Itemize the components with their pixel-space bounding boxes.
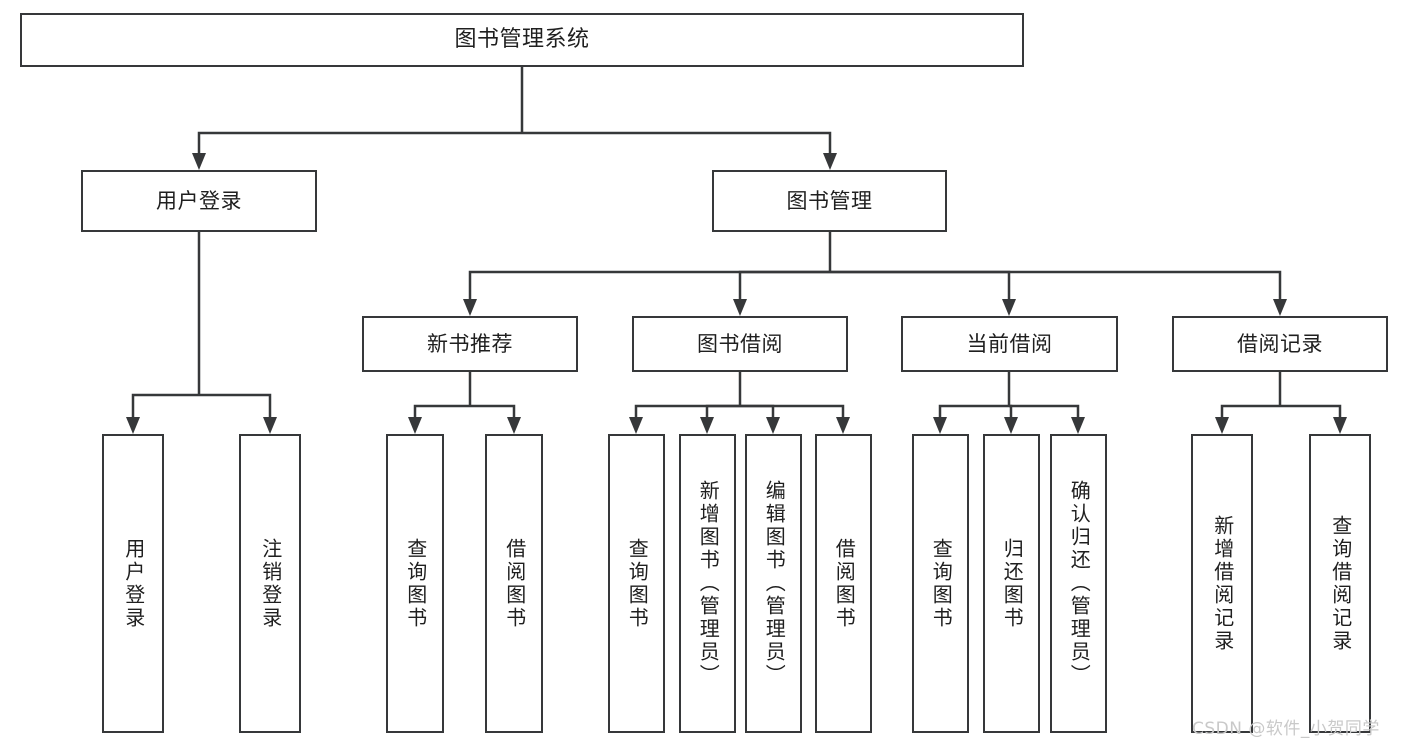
node-leaf-3[interactable]: 查询图书 (386, 434, 444, 733)
arrowhead-icon (766, 417, 780, 434)
node-label: 新书推荐 (427, 331, 513, 356)
node-label: 查询图书 (929, 537, 954, 630)
node-bookmgmt[interactable]: 图书管理 (712, 170, 947, 232)
arrowhead-icon (463, 299, 477, 316)
arrowhead-icon (836, 417, 850, 434)
edge-login-to-leaf-1 (126, 393, 199, 434)
node-label: 图书管理系统 (454, 27, 590, 53)
arrowhead-icon (507, 417, 521, 434)
arrowhead-icon (263, 417, 277, 434)
edge-bookmgmt-to-records (830, 270, 1287, 316)
node-leaf-1[interactable]: 用户登录 (102, 434, 164, 733)
node-label: 用户登录 (156, 188, 242, 213)
edge-current-to-leaf-11 (1009, 404, 1085, 434)
arrowhead-icon (1002, 299, 1016, 316)
node-leaf-11[interactable]: 确认归还（管理员） (1050, 434, 1107, 733)
arrowhead-icon (1333, 417, 1347, 434)
node-label: 当前借阅 (966, 331, 1053, 356)
node-label: 查询图书 (403, 537, 428, 630)
node-leaf-8[interactable]: 借阅图书 (815, 434, 872, 733)
node-label: 借阅图书 (832, 537, 857, 630)
edge-login-to-leaf-2 (199, 393, 277, 434)
arrowhead-icon (1004, 417, 1018, 434)
node-label: 新增借阅记录 (1210, 514, 1235, 653)
node-label: 图书借阅 (697, 331, 783, 356)
node-leaf-7[interactable]: 编辑图书（管理员） (745, 434, 802, 733)
node-label: 查询图书 (625, 537, 650, 630)
edge-borrow-to-leaf-6 (700, 404, 740, 434)
node-label: 借阅图书 (502, 537, 527, 630)
arrowhead-icon (733, 299, 747, 316)
arrowhead-icon (126, 417, 140, 434)
node-leaf-9[interactable]: 查询图书 (912, 434, 969, 733)
arrowhead-icon (933, 417, 947, 434)
node-label: 新增图书（管理员） (696, 480, 721, 687)
edge-current-to-leaf-9 (933, 404, 1009, 434)
edge-records-to-leaf-12 (1215, 404, 1280, 434)
node-leaf-5[interactable]: 查询图书 (608, 434, 665, 733)
arrowhead-icon (823, 153, 837, 170)
node-label: 编辑图书（管理员） (762, 480, 787, 687)
arrowhead-icon (1215, 417, 1229, 434)
edge-newbook-to-leaf-4 (470, 404, 521, 434)
edge-records-to-leaf-13 (1280, 404, 1347, 434)
node-label: 归还图书 (1000, 537, 1025, 630)
node-leaf-2[interactable]: 注销登录 (239, 434, 301, 733)
edge-bookmgmt-to-current (830, 270, 1016, 316)
arrowhead-icon (629, 417, 643, 434)
arrowhead-icon (408, 417, 422, 434)
node-label: 用户登录 (121, 537, 146, 630)
edge-root-to-bookmgmt (522, 131, 837, 170)
edge-newbook-to-leaf-3 (408, 404, 470, 434)
edge-current-to-leaf-10 (1004, 404, 1018, 434)
node-leaf-4[interactable]: 借阅图书 (485, 434, 543, 733)
edge-bookmgmt-to-borrow (733, 270, 830, 316)
node-label: 查询借阅记录 (1328, 514, 1353, 653)
node-leaf-10[interactable]: 归还图书 (983, 434, 1040, 733)
node-root[interactable]: 图书管理系统 (20, 13, 1024, 67)
node-records[interactable]: 借阅记录 (1172, 316, 1388, 372)
node-leaf-6[interactable]: 新增图书（管理员） (679, 434, 736, 733)
node-login[interactable]: 用户登录 (81, 170, 317, 232)
edge-borrow-to-leaf-5 (629, 404, 740, 434)
node-leaf-12[interactable]: 新增借阅记录 (1191, 434, 1253, 733)
node-leaf-13[interactable]: 查询借阅记录 (1309, 434, 1371, 733)
edge-root-to-login (192, 131, 522, 170)
arrowhead-icon (1273, 299, 1287, 316)
node-label: 确认归还（管理员） (1067, 480, 1092, 687)
node-label: 注销登录 (258, 537, 283, 630)
edge-borrow-to-leaf-7 (740, 404, 780, 434)
edge-borrow-to-leaf-8 (740, 404, 850, 434)
edge-bookmgmt-to-newbook (463, 270, 830, 316)
arrowhead-icon (1071, 417, 1085, 434)
arrowhead-icon (700, 417, 714, 434)
node-current[interactable]: 当前借阅 (901, 316, 1118, 372)
node-label: 图书管理 (786, 188, 873, 213)
node-label: 借阅记录 (1237, 331, 1323, 356)
node-borrow[interactable]: 图书借阅 (632, 316, 848, 372)
node-newbook[interactable]: 新书推荐 (362, 316, 578, 372)
arrowhead-icon (192, 153, 206, 170)
